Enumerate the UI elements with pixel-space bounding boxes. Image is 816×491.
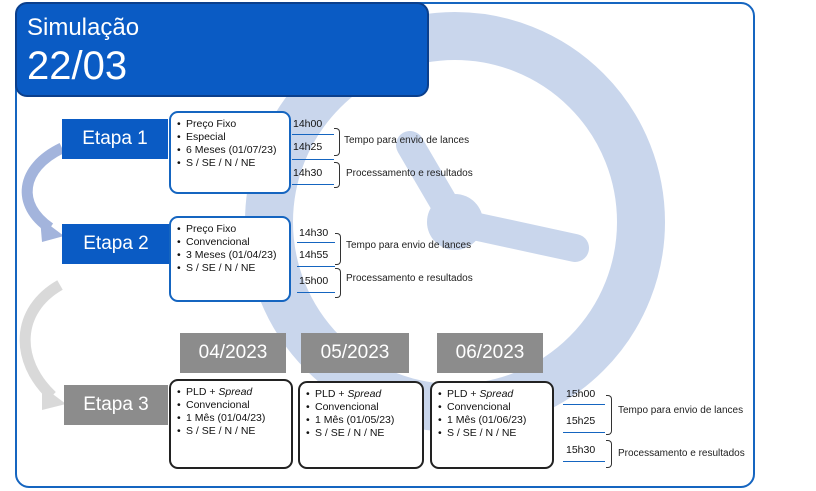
time-label: 14h30	[293, 167, 323, 179]
month-box-05: PLD + Spread Convencional 1 Mês (01/05/2…	[298, 381, 424, 469]
time-label: 15h30	[566, 444, 596, 456]
stage-2-item: Convencional	[177, 236, 283, 249]
arrow-2-3	[19, 280, 63, 400]
note-bid-time: Tempo para envio de lances	[346, 240, 472, 251]
time-label: 14h30	[299, 227, 329, 239]
time-label: 15h25	[566, 415, 596, 427]
month-item: 1 Mês (01/06/23)	[438, 414, 546, 427]
time-label: 15h00	[299, 275, 329, 287]
month-item: S / SE / N / NE	[438, 427, 546, 440]
bracket	[334, 128, 340, 156]
time-label: 15h00	[566, 388, 596, 400]
bracket	[606, 440, 612, 468]
month-item: Convencional	[177, 399, 285, 412]
month-item: Convencional	[306, 401, 416, 414]
month-item: 1 Mês (01/05/23)	[306, 414, 416, 427]
arrow-1-2	[21, 143, 65, 233]
stage-1-item: Especial	[177, 131, 283, 144]
month-box-04: PLD + Spread Convencional 1 Mês (01/04/2…	[169, 379, 293, 469]
note-bid-time: Tempo para envio de lances	[618, 405, 744, 416]
time-line	[563, 461, 605, 462]
time-line	[563, 432, 605, 433]
time-line	[297, 242, 335, 243]
stage-2-item: Preço Fixo	[177, 223, 283, 236]
time-label: 14h00	[293, 118, 323, 130]
month-item-pld: PLD + Spread	[438, 388, 546, 401]
time-line	[563, 404, 605, 405]
stage-1-item: Preço Fixo	[177, 118, 283, 131]
stage-2-box: Preço Fixo Convencional 3 Meses (01/04/2…	[169, 216, 291, 302]
stage-1-item: 6 Meses (01/07/23)	[177, 144, 283, 157]
month-header-06: 06/2023	[437, 333, 543, 373]
note-processing: Processamento e resultados	[346, 273, 473, 284]
note-processing: Processamento e resultados	[346, 168, 473, 179]
month-header-05: 05/2023	[301, 333, 409, 373]
time-label: 14h25	[293, 141, 323, 153]
stage-1-box: Preço Fixo Especial 6 Meses (01/07/23) S…	[169, 111, 291, 194]
stage-2-item: S / SE / N / NE	[177, 262, 283, 275]
time-line	[292, 159, 334, 160]
time-line	[292, 184, 334, 185]
month-header-04: 04/2023	[180, 333, 286, 373]
time-label: 14h55	[299, 249, 329, 261]
time-line	[297, 266, 335, 267]
stage-3-label: Etapa 3	[64, 385, 168, 425]
note-bid-time: Tempo para envio de lances	[344, 135, 470, 146]
bracket	[334, 162, 340, 188]
bracket	[606, 395, 612, 435]
header-title: 22/03	[27, 44, 128, 88]
month-item: Convencional	[438, 401, 546, 414]
stage-2-label: Etapa 2	[62, 224, 170, 264]
time-line	[292, 134, 334, 135]
header: Simulação 22/03	[15, 2, 429, 97]
note-processing: Processamento e resultados	[618, 448, 745, 459]
month-item-pld: PLD + Spread	[306, 388, 416, 401]
month-item: 1 Mês (01/04/23)	[177, 412, 285, 425]
bracket	[335, 268, 341, 298]
month-item: S / SE / N / NE	[306, 427, 416, 440]
bracket	[335, 233, 341, 265]
month-box-06: PLD + Spread Convencional 1 Mês (01/06/2…	[430, 381, 554, 469]
stage-1-item: S / SE / N / NE	[177, 157, 283, 170]
month-item-pld: PLD + Spread	[177, 386, 285, 399]
header-subtitle: Simulação	[27, 14, 140, 41]
stage-2-item: 3 Meses (01/04/23)	[177, 249, 283, 262]
month-item: S / SE / N / NE	[177, 425, 285, 438]
stage-1-label: Etapa 1	[62, 119, 168, 159]
time-line	[297, 292, 335, 293]
